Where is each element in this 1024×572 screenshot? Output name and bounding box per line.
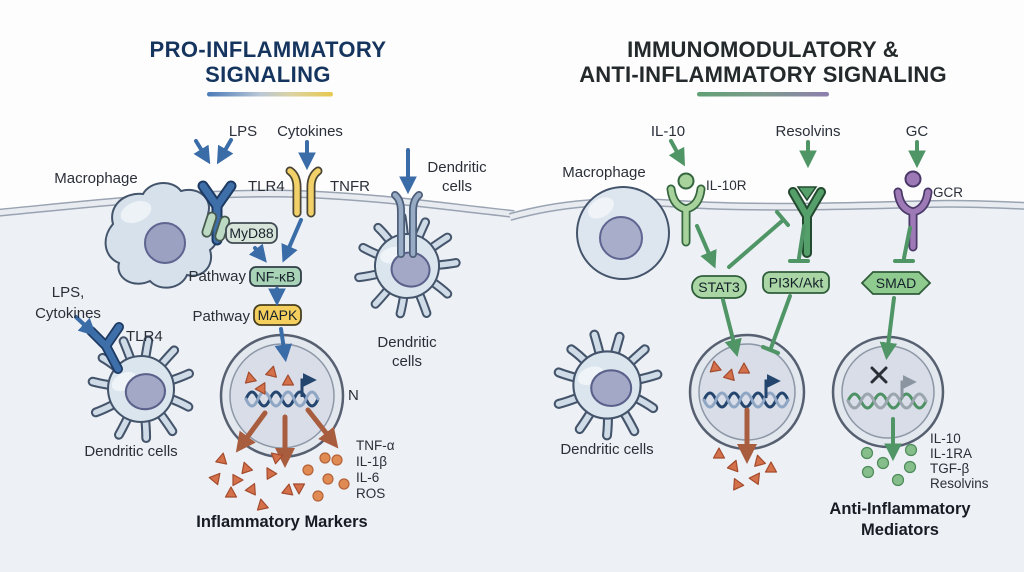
nucleus-organelle-right-2 — [831, 335, 945, 449]
dna-helix-right-2 — [846, 392, 928, 410]
arrow-smad-to-nucleus — [879, 296, 898, 361]
dendritic-cell-receptor — [391, 191, 423, 258]
tnfr-receptor — [285, 166, 323, 218]
macrophage-nucleus — [144, 222, 186, 264]
lps-cytokines-label-line2: Cytokines — [35, 305, 101, 322]
cytokines-label: Cytokines — [277, 123, 343, 140]
smad-label: SMAD — [876, 275, 916, 291]
inhibition-gcr-to-smad — [893, 226, 915, 263]
transcription-arrow-right-2 — [900, 375, 917, 399]
dendritic-under-cell-label-line1: Dendritic — [377, 334, 437, 351]
myd88-label: MyD88 — [229, 225, 274, 241]
macrophage-cell-right — [576, 186, 670, 280]
inhibition-resolvin-receptor-to-pi3k — [788, 224, 810, 263]
gcr-receptor — [893, 168, 933, 252]
il10r-label: IL-10R — [706, 178, 747, 193]
pi3k-akt-label: PI3K/Akt — [769, 275, 824, 291]
cell-membrane-right — [508, 197, 1024, 221]
marker-label-il6: IL-6 — [356, 470, 379, 485]
inflammatory-markers-caption: Inflammatory Markers — [196, 513, 368, 531]
mapk-label: MAPK — [258, 307, 298, 323]
inhibition-pi3k-to-nucleus — [761, 294, 792, 355]
dendritic-right-label: Dendritic cells — [560, 441, 653, 458]
macrophage-cell-left — [104, 182, 220, 289]
dendritic-top-label-line1: Dendritic — [427, 159, 487, 176]
cell-highlight — [588, 197, 614, 219]
dna-helix-right-1 — [702, 391, 790, 409]
dendritic-top-label-line2: cells — [442, 178, 472, 195]
myd88-node: MyD88 — [225, 222, 278, 244]
arrow-nucleus-out-right — [305, 407, 339, 449]
anti-panel-title-line1: IMMUNOMODULATORY & — [627, 37, 899, 62]
arrow-il10r-to-stat3 — [695, 224, 717, 269]
nfkb-node: NF-κB — [249, 266, 302, 287]
tlr4-label-top: TLR4 — [248, 178, 285, 195]
marker-label-il1b: IL-1β — [356, 454, 387, 469]
arrow-nucleus-out-left — [235, 410, 268, 453]
macrophage-nucleus — [599, 216, 643, 260]
cell-membrane-left — [0, 189, 515, 218]
arrow-lps-to-tlr4-b — [216, 138, 234, 165]
anti-inflammatory-mediator-scatter — [860, 443, 918, 487]
marker-label-tnfa: TNF-α — [356, 438, 395, 453]
tlr4-receptor-top — [197, 180, 237, 246]
transcription-arrow-left — [300, 373, 317, 397]
mapk-node: MAPK — [253, 304, 302, 326]
dendritic-lower-left-label: Dendritic cells — [84, 443, 177, 460]
gc-label: GC — [906, 123, 929, 140]
il10r-receptor — [666, 170, 706, 247]
inflammatory-marker-scatter — [208, 448, 350, 511]
pathway-label-1: Pathway — [188, 268, 246, 285]
arrow-stat3-to-nucleus — [721, 298, 742, 357]
blocked-transcription-x-mark — [870, 366, 888, 384]
title-underline-anti — [697, 92, 829, 97]
lps-cytokines-label-line1: LPS, — [52, 284, 85, 301]
arrow-lps-cytokines-to-tlr4-dc — [74, 315, 97, 337]
il10-ligand-ball — [677, 172, 695, 190]
resolvin-ligand-notch — [796, 186, 818, 202]
anti-inflammatory-caption-line2: Mediators — [861, 521, 939, 539]
stat3-label: STAT3 — [698, 279, 740, 295]
arrow-il10-to-il10r — [668, 139, 685, 167]
mediator-label-resolvins: Resolvins — [930, 476, 989, 491]
gc-ligand-ball — [904, 170, 922, 188]
nfkb-label: NF-κB — [256, 269, 296, 285]
arrow-mapk-to-nucleus — [274, 327, 293, 363]
macrophage-label-right: Macrophage — [562, 164, 645, 181]
gcr-label: GCR — [933, 185, 963, 200]
il10-label: IL-10 — [651, 123, 685, 140]
marker-label-ros: ROS — [356, 486, 385, 501]
resolvins-receptor — [788, 186, 826, 258]
arrow-lps-to-tlr4-a — [193, 139, 211, 165]
tlr4-label-dendritic: TLR4 — [126, 328, 163, 345]
resolvins-label: Resolvins — [775, 123, 840, 140]
nucleus-n-label: N — [348, 387, 359, 404]
stat3-node: STAT3 — [691, 275, 747, 299]
arrow-myd88-to-nfkb — [248, 243, 267, 263]
title-underline-pro — [207, 92, 333, 97]
lps-label: LPS — [229, 123, 257, 140]
transcription-arrow-right-1 — [764, 374, 781, 398]
pi3k-akt-node: PI3K/Akt — [762, 271, 830, 294]
smad-node: SMAD — [860, 271, 932, 295]
anti-panel-title-line2: ANTI-INFLAMMATORY SIGNALING — [579, 62, 947, 87]
anti-inflammatory-caption-line1: Anti-Inflammatory — [829, 500, 971, 518]
arrow-tnfr-to-nfkb — [281, 218, 303, 263]
pro-panel-title-line1: PRO-INFLAMMATORY — [150, 37, 387, 62]
mediator-label-il1ra: IL-1RA — [930, 446, 972, 461]
tnfr-label: TNFR — [330, 178, 370, 195]
dna-helix-left — [244, 390, 320, 408]
macrophage-label-left: Macrophage — [54, 170, 137, 187]
pro-panel-title-line2: SIGNALING — [205, 62, 331, 87]
cell-highlight — [120, 200, 152, 224]
dendritic-under-cell-label-line2: cells — [392, 353, 422, 370]
pathway-label-2: Pathway — [192, 308, 250, 325]
inhibition-stat3-to-resolvin-receptor — [727, 210, 790, 269]
mediator-label-il10: IL-10 — [930, 431, 961, 446]
mediator-label-tgfb: TGF-β — [930, 461, 969, 476]
